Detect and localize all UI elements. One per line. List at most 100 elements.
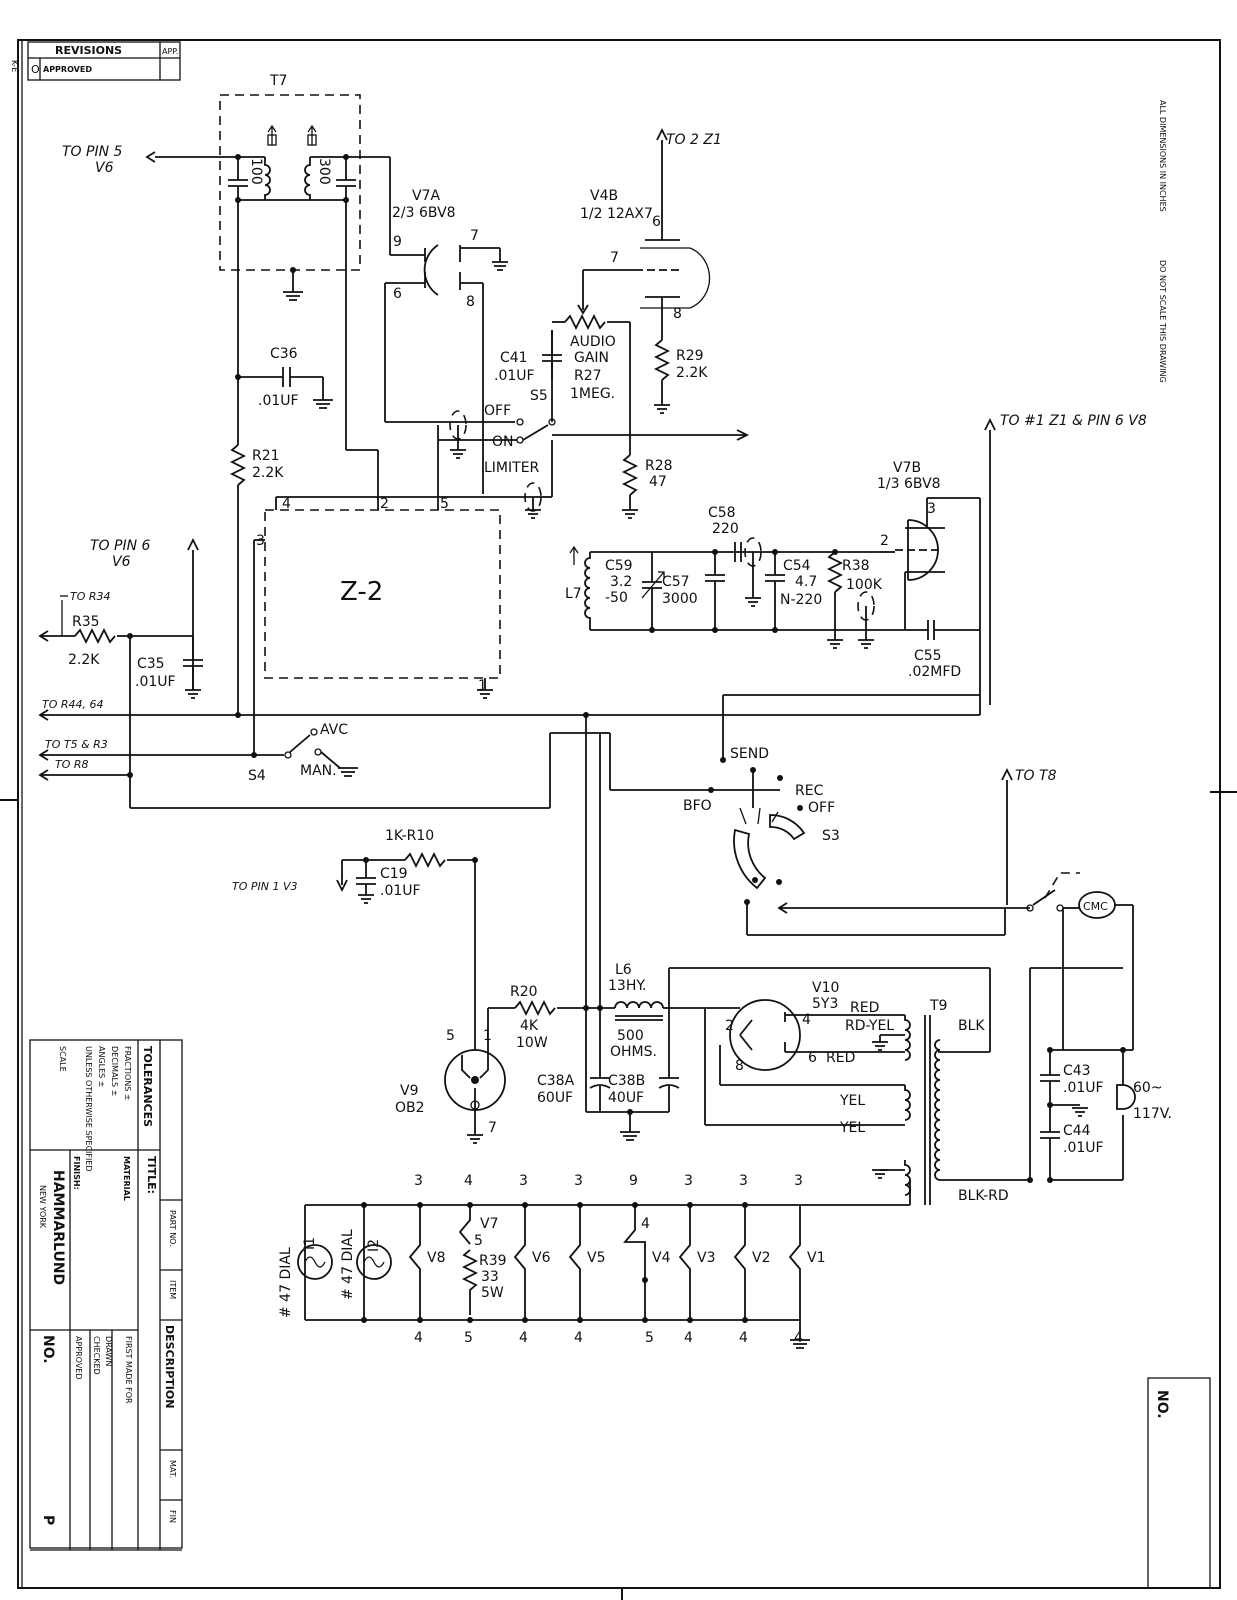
tb-description: DESCRIPTION	[163, 1325, 176, 1408]
heater-pin-bottom: 4	[739, 1330, 748, 1346]
l6-label: L6	[615, 962, 632, 978]
v4b-pin7: 7	[610, 250, 619, 266]
red-label: RED	[850, 1000, 879, 1016]
gain-label: GAIN	[574, 350, 609, 366]
c44-value: .01UF	[1063, 1140, 1104, 1156]
s5-label: S5	[530, 388, 548, 404]
tb-drawn: DRAWN	[104, 1336, 113, 1366]
c41-audio-gain: C41 .01UF AUDIO GAIN R27 1MEG.	[494, 269, 635, 455]
r21-resistor: R21 2.2K	[229, 444, 284, 715]
off-label: OFF	[808, 800, 835, 816]
v7a-pin6: 6	[393, 286, 402, 302]
heater-pin-top: 3	[519, 1173, 528, 1189]
v7a-type: 2/3 6BV8	[392, 205, 456, 221]
s3-label: S3	[822, 828, 840, 844]
v7-mid-pin: 5	[474, 1233, 483, 1249]
s4-switch: AVC MAN. S4	[248, 722, 358, 784]
c54-value: 4.7	[795, 574, 817, 590]
c54-label: C54	[783, 558, 811, 574]
s5-on: ON	[492, 434, 514, 450]
c38a-label: C38A	[537, 1073, 575, 1089]
v1-label: V1	[807, 1250, 825, 1266]
tb-mat: MAT.	[168, 1460, 177, 1478]
tb-unless: UNLESS OTHERWISE SPECIFIED	[84, 1046, 93, 1172]
v10-pin4: 4	[802, 1012, 811, 1028]
c59-label: C59	[605, 558, 633, 574]
c43-value: .01UF	[1063, 1080, 1104, 1096]
c55-label: C55	[914, 648, 942, 664]
r28-resistor: R28 47	[621, 454, 673, 519]
r38-label: R38	[842, 558, 870, 574]
c36-capacitor: C36 .01UF	[235, 346, 333, 409]
z2-pin5: 5	[440, 496, 449, 512]
audio-label: AUDIO	[570, 334, 616, 350]
r20-label: R20	[510, 984, 538, 1000]
v8-label: V8	[427, 1250, 445, 1266]
v7b-pin2: 2	[880, 533, 889, 549]
heater-pin-bottom: 4	[794, 1330, 803, 1346]
bfo-label: BFO	[683, 798, 712, 814]
red2-label: RED	[826, 1050, 855, 1066]
heater-string: # 47 DIAL I1 # 47 DIAL I2 V8 V7 5 R39 33…	[278, 1173, 911, 1349]
ke-mark: K-E	[10, 60, 19, 72]
v2-label: V2	[752, 1250, 770, 1266]
ac-volt-label: 117V.	[1133, 1106, 1172, 1122]
t9-label: T9	[929, 998, 947, 1014]
dial2-label: # 47 DIAL	[340, 1229, 356, 1300]
note-dimensions: ALL DIMENSIONS IN INCHES	[1158, 100, 1167, 212]
tb-first-made-for: FIRST MADE FOR	[124, 1336, 133, 1404]
tb-checked: CHECKED	[92, 1336, 101, 1375]
c55-value: .02MFD	[908, 664, 961, 680]
blkrd-label: BLK-RD	[958, 1188, 1009, 1204]
v7b-label: V7B	[893, 460, 921, 476]
heater-pin-bottom: 4	[414, 1330, 423, 1346]
v4b-tube: V4B 1/2 12AX7 TO 2 Z1 6 7 8 R29 2.2K	[580, 127, 722, 414]
z2-module: Z-2 4 2 5 3 1	[253, 425, 540, 755]
v7a-label: V7A	[412, 188, 440, 204]
r27-value: 1MEG.	[570, 386, 615, 402]
heater-pin-top: 4	[464, 1173, 473, 1189]
c38a-value: 60UF	[537, 1090, 573, 1106]
c58-value: 220	[712, 521, 739, 537]
note-do-not-scale: DO NOT SCALE THIS DRAWING	[1158, 260, 1167, 383]
r35-value: 2.2K	[68, 652, 100, 668]
v4-label: V4	[652, 1250, 671, 1266]
tb-material: MATERIAL	[122, 1156, 131, 1201]
tb-angles: ANGLES ±	[97, 1046, 106, 1088]
heater-pin-top: 3	[684, 1173, 693, 1189]
c36-value: .01UF	[258, 393, 299, 409]
to-t8-label: TO T8	[1015, 768, 1057, 784]
c38b-label: C38B	[608, 1073, 645, 1089]
l6-resistance: 500	[617, 1028, 644, 1044]
c44-label: C44	[1063, 1123, 1091, 1139]
s5-limiter: LIMITER	[484, 460, 540, 476]
tb-fin: FIN	[168, 1510, 177, 1523]
revisions-app: APP.	[162, 47, 178, 56]
revision-approved: APPROVED	[43, 65, 92, 74]
c57-label: C57	[662, 574, 690, 590]
v7a-pin8: 8	[466, 294, 475, 310]
to-z1-v8-label: TO #1 Z1 & PIN 6 V8	[1000, 413, 1147, 429]
v9-type: OB2	[395, 1100, 425, 1116]
ac-label: 60~	[1133, 1080, 1163, 1096]
v10-type: 5Y3	[812, 996, 838, 1012]
to-r8-label: TO R8	[55, 758, 89, 771]
tb-title: TITLE:	[145, 1156, 158, 1194]
heater-pin-bottom: 4	[519, 1330, 528, 1346]
v7a-pin7: 7	[470, 228, 479, 244]
c19-label: C19	[380, 866, 408, 882]
to-r44-label: TO R44, 64	[42, 698, 104, 711]
tb-fractions: FRACTIONS ±	[123, 1046, 132, 1101]
r29-label: R29	[676, 348, 704, 364]
s3-switch: SEND BFO REC OFF S3	[599, 694, 1030, 1008]
heater-pin-bottom: 4	[574, 1330, 583, 1346]
revision-letter: O	[31, 63, 40, 76]
c58-label: C58	[708, 505, 736, 521]
r28-value: 47	[649, 474, 667, 490]
r27-label: R27	[574, 368, 602, 384]
r28-label: R28	[645, 458, 673, 474]
c41-value: .01UF	[494, 368, 535, 384]
tb-drawing-no: NO.	[40, 1335, 56, 1364]
v7b-tube: TO #1 Z1 & PIN 6 V8 V7B 1/3 6BV8 3 2	[877, 413, 1147, 705]
